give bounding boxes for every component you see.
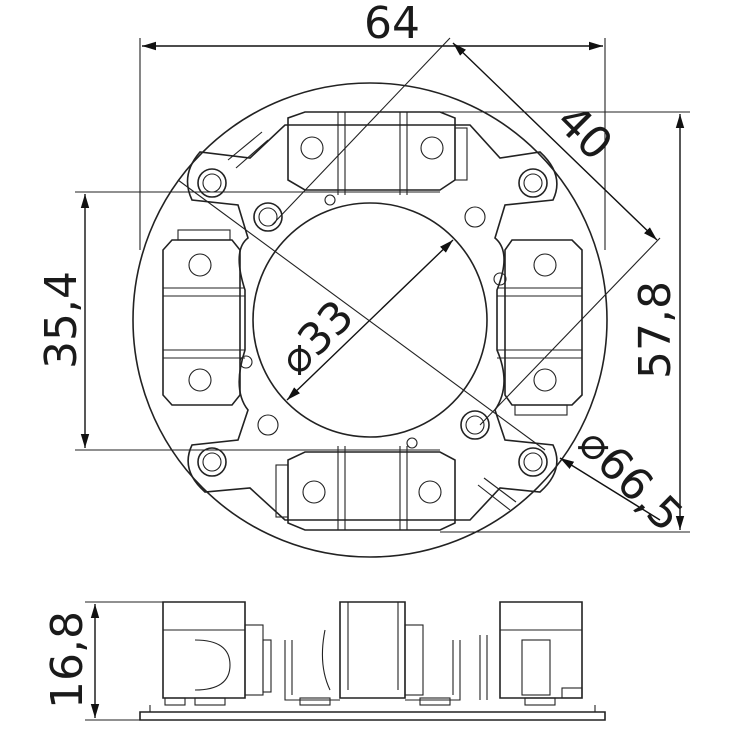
outer-circle: [132, 82, 608, 558]
top-view: [132, 82, 608, 558]
brush-holder-right: [497, 239, 583, 416]
dim-inner-diameter: ⌀33: [270, 291, 364, 385]
dim-side-height: 16,8: [42, 611, 93, 709]
dim-height-left: 35,4: [36, 271, 87, 369]
dimension-lines: [75, 37, 690, 533]
dim-height-right: 57,8: [630, 281, 681, 379]
inner-bore: [252, 202, 488, 438]
side-view: [139, 601, 606, 721]
brush-holder-bottom: [275, 446, 517, 531]
dim-outer-diameter: ⌀66,5: [568, 418, 692, 542]
side-dimension: [85, 601, 165, 721]
dim-diagonal-width: 40: [546, 95, 622, 171]
brush-holder-left: [162, 229, 245, 406]
dim-width-top: 64: [364, 0, 420, 49]
